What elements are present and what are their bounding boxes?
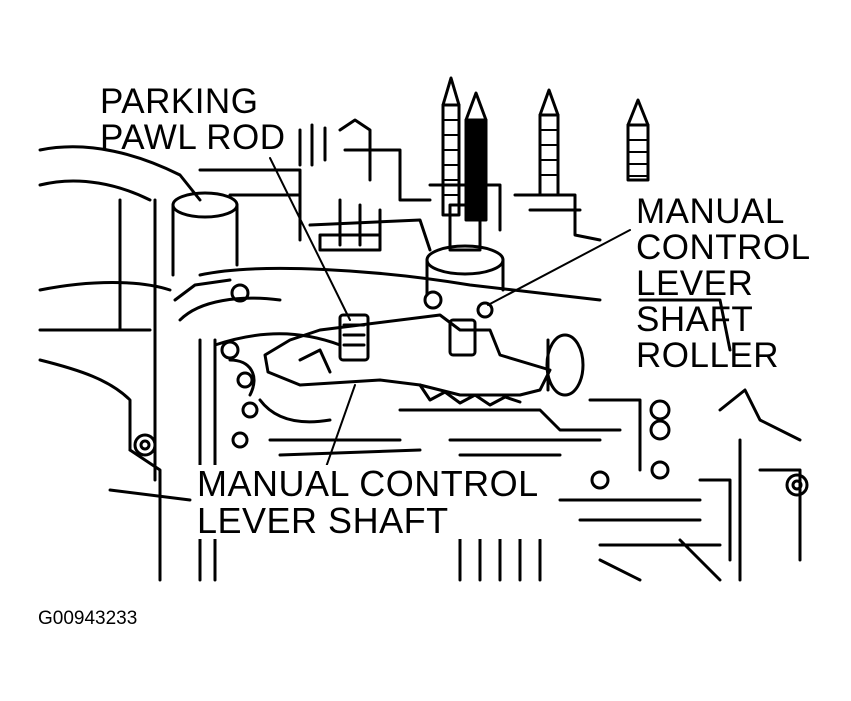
manual-control-lever xyxy=(263,301,552,407)
leader-lines xyxy=(269,157,631,471)
roller xyxy=(545,333,585,397)
roller-label-line-4: SHAFT xyxy=(636,300,754,339)
bolts xyxy=(441,76,650,222)
parking-pawl-rod-label: PARKING PAWL ROD xyxy=(100,84,286,156)
transmission-case-right xyxy=(638,298,809,582)
roller-label-line-2: CONTROL xyxy=(636,228,811,267)
shaft-label-line-2-text: LEVER SHAFT xyxy=(193,502,543,539)
upper-casting xyxy=(171,118,432,277)
shaft-label-line-2: LEVER SHAFT xyxy=(193,502,543,539)
parking-pawl-rod-label-line-1: PARKING xyxy=(100,82,259,121)
parking-pawl-rod-label-line-2: PAWL ROD xyxy=(100,118,286,157)
roller-label-line-1: MANUAL xyxy=(636,192,785,231)
manual-control-lever-shaft-roller-label: MANUAL CONTROL LEVER SHAFT ROLLER xyxy=(636,194,811,374)
shaft-label-line-1-text: MANUAL CONTROL xyxy=(193,465,543,502)
roller-label-line-5: ROLLER xyxy=(636,336,780,375)
figure-id: G00943233 xyxy=(38,608,138,629)
bolt-boss xyxy=(425,183,602,297)
shaft-label-line-1: MANUAL CONTROL xyxy=(193,465,543,502)
manual-control-lever-shaft-label: MANUAL CONTROL LEVER SHAFT xyxy=(193,465,543,539)
lower-valve-body xyxy=(213,338,722,582)
transmission-case-left xyxy=(38,145,202,582)
roller-label-line-3: LEVER xyxy=(636,264,754,303)
